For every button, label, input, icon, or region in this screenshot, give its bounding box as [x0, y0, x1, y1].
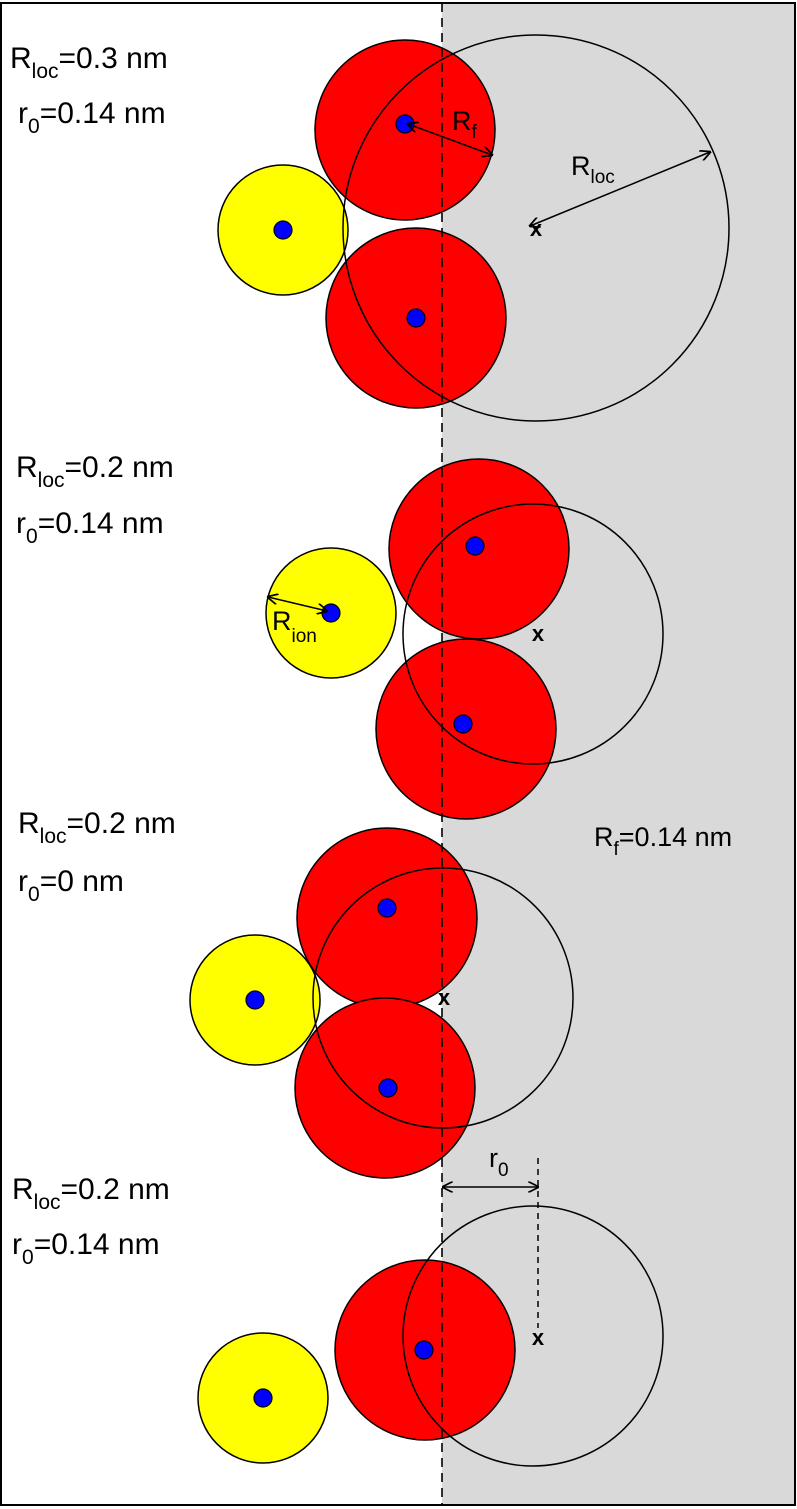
localization-sphere: [402, 1205, 664, 1467]
center-dot: [406, 308, 426, 328]
r0-value-label: r0=0.14 nm: [16, 507, 164, 548]
fixed-charge-sphere: [296, 827, 478, 1009]
localization-sphere: [402, 503, 664, 765]
center-mark: x: [532, 1325, 545, 1350]
center-mark: x: [530, 216, 543, 241]
panel-2: x Rion Rloc=0.2 nm r0=0.14 nm: [16, 451, 664, 820]
center-dot: [253, 1388, 273, 1408]
localization-sphere: [312, 867, 574, 1129]
panel-4: x r0 Rloc=0.2 nm r0=0.14 nm: [12, 1143, 664, 1467]
center-dot: [378, 1078, 398, 1098]
rf-value-label: Rf=0.14 nm: [594, 822, 732, 860]
r0-value-label: r0=0.14 nm: [18, 97, 166, 138]
panel-1: x Rf Rloc Rloc=0.3 nm r0=0.14 nm: [10, 34, 730, 422]
center-dot: [465, 536, 485, 556]
center-dot: [321, 603, 341, 623]
localization-sphere: [342, 34, 730, 422]
rion-arrow: [268, 597, 327, 611]
r0-value-label: r0=0 nm: [18, 865, 124, 906]
rloc-value-label: Rloc=0.2 nm: [18, 807, 176, 848]
rloc-label: Rloc: [571, 151, 615, 188]
center-dot: [453, 714, 473, 734]
rloc-value-label: Rloc=0.2 nm: [16, 451, 174, 492]
center-dot: [414, 1340, 434, 1360]
r0-value-label: r0=0.14 nm: [12, 1228, 160, 1269]
rf-label: Rf: [452, 106, 478, 143]
rloc-value-label: Rloc=0.2 nm: [12, 1173, 170, 1214]
rloc-arrow: [530, 152, 710, 226]
center-dot: [273, 220, 293, 240]
r0-label: r0: [489, 1143, 509, 1181]
center-dot: [377, 898, 397, 918]
center-mark: x: [438, 985, 451, 1010]
center-mark: x: [532, 621, 545, 646]
center-dot: [395, 114, 415, 134]
rf-arrow: [408, 124, 492, 155]
panel-3: x Rloc=0.2 nm r0=0 nm: [18, 807, 574, 1179]
rion-label: Rion: [272, 606, 317, 647]
rloc-value-label: Rloc=0.3 nm: [10, 42, 168, 83]
center-dot: [245, 990, 265, 1010]
